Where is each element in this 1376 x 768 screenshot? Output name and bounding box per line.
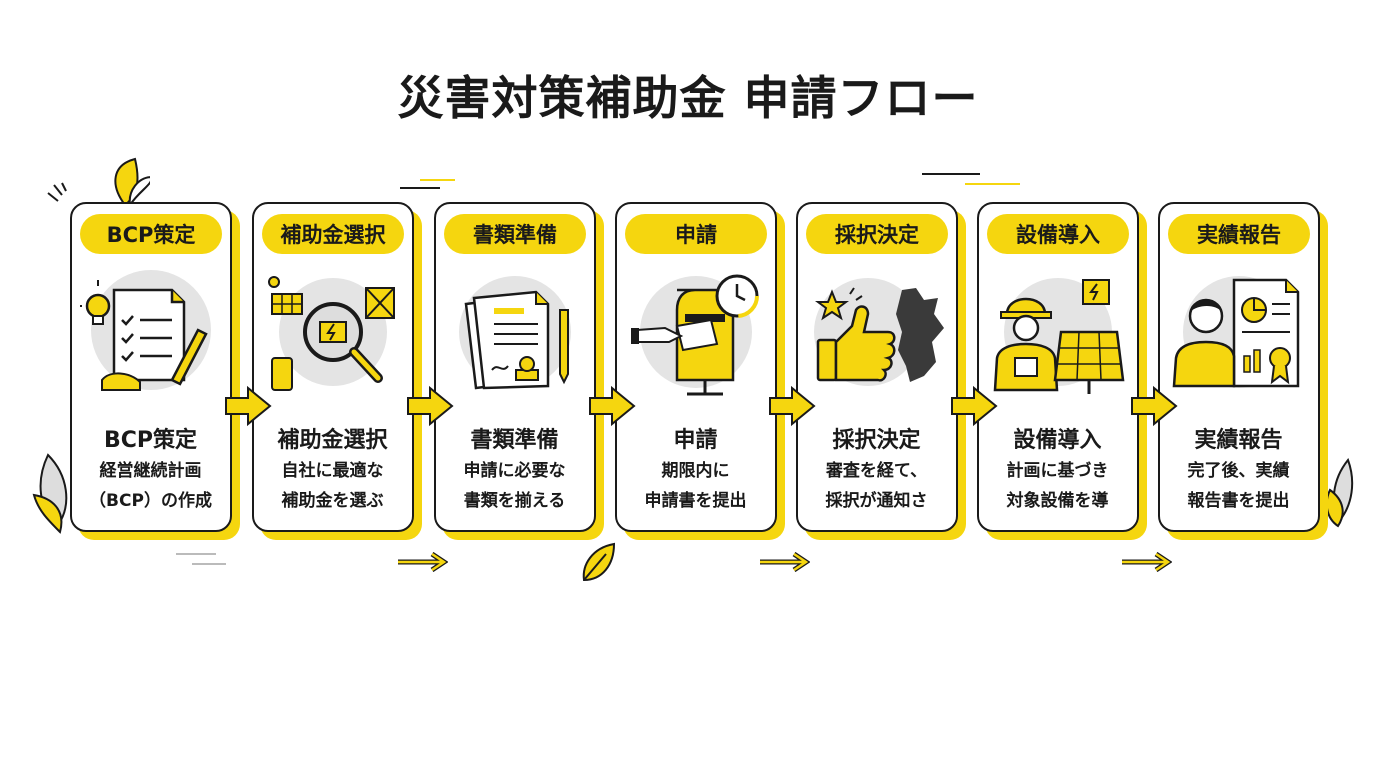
step-name: 実績報告 bbox=[1194, 428, 1283, 453]
magnifier-battery-solar-icon bbox=[262, 270, 404, 400]
step-description-line-1: 完了後、実績 bbox=[1187, 461, 1290, 481]
step-name: 書類準備 bbox=[470, 428, 559, 453]
step-pill-label: BCP策定 bbox=[80, 214, 222, 254]
step-name: 採択決定 bbox=[832, 428, 921, 453]
flow-arrow-2 bbox=[406, 384, 454, 428]
page-title: 災害対策補助金 申請フロー bbox=[397, 71, 979, 125]
worker-solar-panel-icon bbox=[987, 270, 1129, 400]
step-description-line-2: 書類を揃える bbox=[463, 491, 566, 511]
step-name: 設備導入 bbox=[1013, 428, 1102, 453]
step-name: BCP策定 bbox=[103, 428, 198, 453]
step-description: 審査を経て、 採択が通知さ bbox=[802, 456, 951, 516]
step-card-approval: 採択決定 採択決定 審査を経て、 採択が通知さ bbox=[796, 202, 958, 532]
step-description: 計画に基づき 対象設備を導 bbox=[983, 456, 1132, 516]
step-description-line-1: 経営継続計画 bbox=[99, 461, 202, 481]
step-description-line-2: 補助金を選ぶ bbox=[281, 491, 384, 511]
small-arrow-decoration-2 bbox=[758, 551, 811, 573]
step-pill-label: 補助金選択 bbox=[262, 214, 404, 254]
step-description-line-2: 報告書を提出 bbox=[1187, 491, 1290, 511]
leaves-decoration-right-bottom bbox=[1325, 457, 1354, 528]
step-pill-label: 申請 bbox=[625, 214, 767, 254]
document-checklist-lightbulb-icon bbox=[77, 270, 222, 400]
flow-arrow-6 bbox=[1130, 384, 1178, 428]
thumbs-up-star-map-icon bbox=[806, 270, 948, 400]
mailbox-clock-icon bbox=[625, 270, 767, 400]
flow-arrow-4 bbox=[768, 384, 816, 428]
small-arrow-decoration-1 bbox=[396, 551, 449, 573]
flow-arrow-1 bbox=[224, 384, 272, 428]
documents-stamp-pen-icon bbox=[444, 270, 586, 400]
leaves-decoration-left-top bbox=[47, 157, 150, 208]
flow-arrow-3 bbox=[588, 384, 636, 428]
step-description: 自社に最適な 補助金を選ぶ bbox=[258, 456, 407, 516]
step-card-subsidy-select: 補助金選択 補助金選択 自社に最適な 補助金を選ぶ bbox=[252, 202, 414, 532]
step-description-line-2: 申請書を提出 bbox=[644, 491, 747, 511]
step-description-line-1: 期限内に bbox=[661, 461, 730, 481]
step-description-line-1: 自社に最適な bbox=[281, 461, 384, 481]
step-description-line-2: 対象設備を導 bbox=[1006, 491, 1109, 511]
step-pill-label: 採択決定 bbox=[806, 214, 948, 254]
step-description: 経営継続計画 （BCP）の作成 bbox=[76, 456, 225, 516]
step-description: 完了後、実績 報告書を提出 bbox=[1164, 456, 1313, 516]
leaf-decoration-bottom-center bbox=[582, 542, 616, 582]
step-description: 期限内に 申請書を提出 bbox=[621, 456, 770, 516]
step-name: 補助金選択 bbox=[277, 428, 388, 453]
step-pill-label: 書類準備 bbox=[444, 214, 586, 254]
step-card-bcp: BCP策定 BCP策定 経営継続計画 （BCP bbox=[70, 202, 232, 532]
small-arrow-decoration-3 bbox=[1120, 551, 1173, 573]
leaves-decoration-left-bottom bbox=[32, 453, 68, 534]
step-card-report: 実績報告 実績報告 完了後、実績 報告書を提出 bbox=[1158, 202, 1320, 532]
step-name: 申請 bbox=[673, 428, 718, 453]
step-card-application: 申請 申請 期限内に 申請書を提出 bbox=[615, 202, 777, 532]
step-card-installation: 設備導入 設備導入 計画に基づき 対象設備を導 bbox=[977, 202, 1139, 532]
step-description-line-1: 計画に基づき bbox=[1006, 461, 1109, 481]
step-pill-label: 設備導入 bbox=[987, 214, 1129, 254]
step-description-line-2: （BCP）の作成 bbox=[89, 491, 212, 511]
step-description-line-2: 採択が通知さ bbox=[825, 491, 928, 511]
person-report-chart-icon bbox=[1168, 270, 1310, 400]
step-description-line-1: 審査を経て、 bbox=[825, 461, 928, 481]
step-pill-label: 実績報告 bbox=[1168, 214, 1310, 254]
step-description-line-1: 申請に必要な bbox=[463, 461, 566, 481]
flow-arrow-5 bbox=[950, 384, 998, 428]
step-card-documents: 書類準備 書類準備 申請に必要な 書類を揃える bbox=[434, 202, 596, 532]
step-description: 申請に必要な 書類を揃える bbox=[440, 456, 589, 516]
